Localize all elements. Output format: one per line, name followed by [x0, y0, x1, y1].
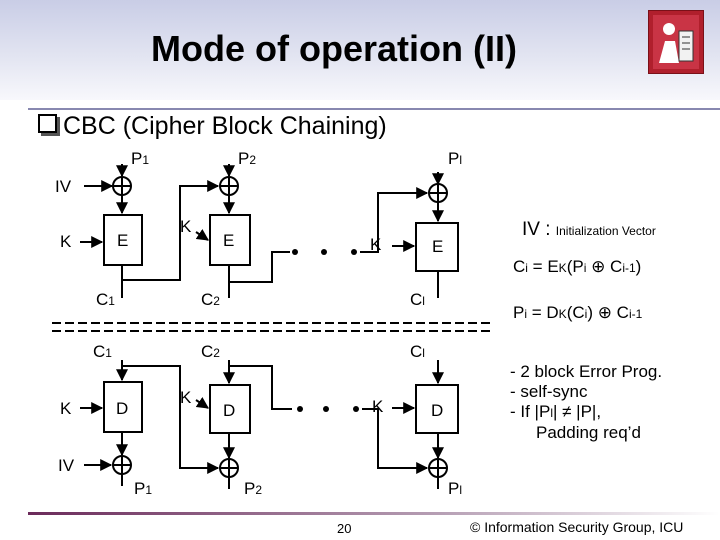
enc-dot-2: [321, 249, 327, 255]
iv-definition: IV : Initialization Vector: [522, 219, 656, 240]
slide-title: Mode of operation (II): [151, 28, 517, 69]
enc-p2-label: P2: [238, 149, 257, 168]
dec-d-label-2: D: [223, 401, 236, 420]
enc-c1-label: C1: [96, 290, 115, 309]
enc-p1-label: P1: [131, 149, 150, 168]
dec-pl-label: Pl: [448, 479, 463, 498]
notes: - 2 block Error Prog. - self-sync - If |…: [510, 362, 662, 443]
dec-dot-2: [323, 406, 329, 412]
logo: [648, 10, 704, 74]
enc-dot-3: [351, 249, 357, 255]
dec-k-label-1: K: [60, 399, 72, 418]
enc-k-label-1: K: [60, 232, 72, 251]
dec-cl-label: Cl: [410, 342, 425, 361]
section-heading-text: CBC (Cipher Block Chaining): [63, 112, 387, 140]
dec-p2-label: P2: [244, 479, 263, 498]
enc-pl-label: Pl: [448, 149, 463, 168]
encryption-equation: Ci = EK(Pi ⊕ Ci-1): [513, 257, 642, 276]
dec-dot-3: [353, 406, 359, 412]
enc-k-arrow-2: [195, 229, 209, 241]
footer-line: [28, 512, 720, 515]
enc-chain-l: [360, 187, 429, 253]
title-band: [0, 0, 720, 100]
enc-chain-2: [229, 251, 290, 283]
enc-chain-1: [122, 180, 220, 281]
dec-d-label-1: D: [116, 399, 129, 418]
enc-c2-label: C2: [201, 290, 220, 309]
enc-k-label-l: K: [370, 235, 382, 254]
bullet-icon: [38, 114, 57, 133]
dec-chain-2: [229, 365, 292, 410]
dec-p1-label: P1: [134, 479, 153, 498]
dec-k-arrow-2: [195, 397, 209, 409]
enc-e-label-2: E: [223, 231, 235, 250]
dec-c2-label: C2: [201, 342, 220, 361]
note-self-sync: - self-sync: [510, 382, 588, 401]
dec-dot-1: [297, 406, 303, 412]
dec-iv-label: IV: [58, 456, 75, 475]
title-divider: [28, 108, 720, 110]
dec-chain-1: [122, 365, 220, 474]
enc-iv-label: IV: [55, 177, 72, 196]
section-heading: CBC (Cipher Block Chaining): [38, 112, 387, 141]
enc-k-label-2: K: [180, 217, 192, 236]
dec-c1-label: C1: [93, 342, 112, 361]
enc-e-label-l: E: [432, 237, 444, 256]
note-error-prop: - 2 block Error Prog.: [510, 362, 663, 381]
dec-d-label-l: D: [431, 401, 444, 420]
decryption-equation: Pi = DK(Ci) ⊕ Ci-1: [513, 303, 643, 322]
page-number: 20: [337, 521, 352, 536]
note-padding-condition: - If |Pl| ≠ |P|,: [510, 402, 602, 421]
dec-k-label-2: K: [180, 388, 192, 407]
dec-chain-l: [362, 408, 429, 474]
dec-k-label-l: K: [372, 397, 384, 416]
enc-dot-1: [292, 249, 298, 255]
footer-credit: © Information Security Group, ICU: [470, 519, 684, 535]
enc-e-label-1: E: [117, 231, 129, 250]
note-padding: Padding req’d: [536, 423, 641, 442]
enc-cl-label: Cl: [410, 290, 425, 309]
